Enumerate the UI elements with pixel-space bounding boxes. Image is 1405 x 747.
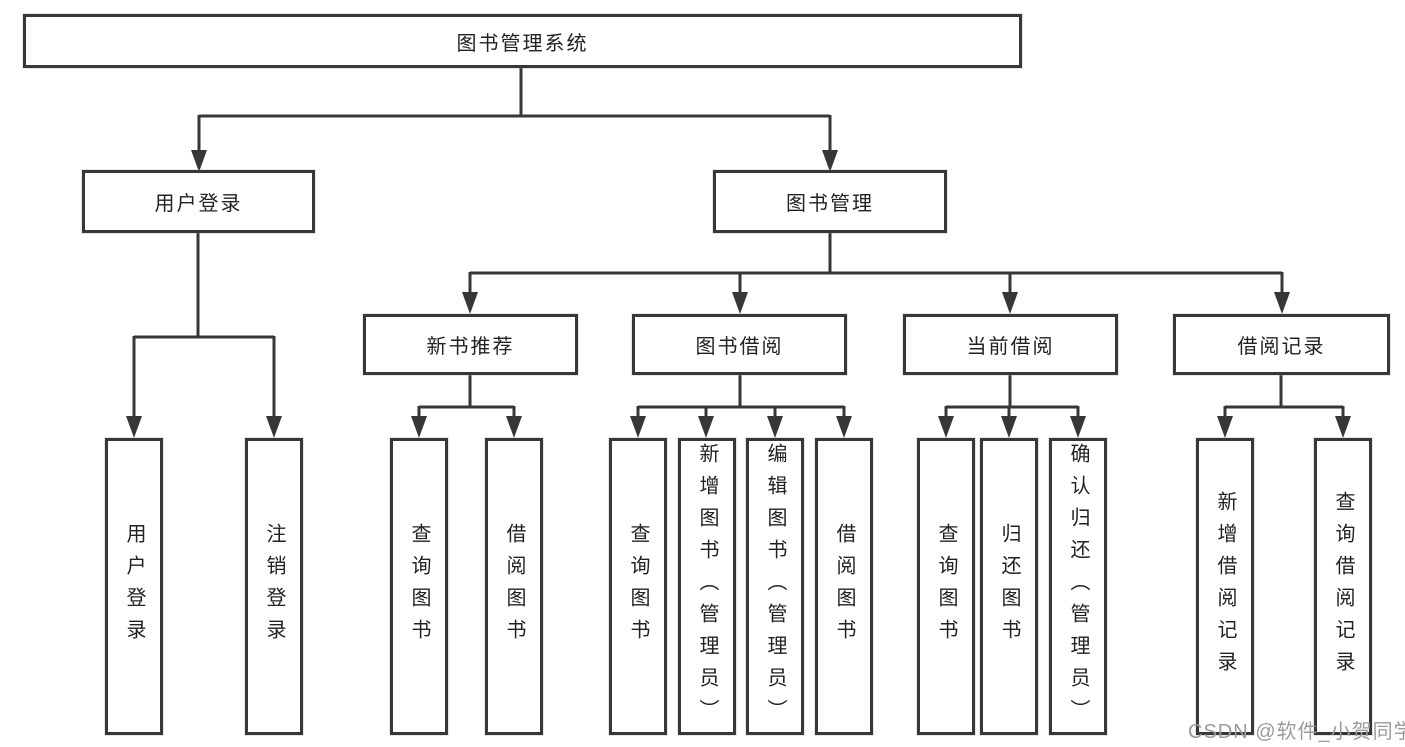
node-library-system: 图书管理系统 [23, 14, 1022, 68]
leaf-borrow-query-book: 查询图书 [609, 438, 667, 735]
leaf-current-query-book: 查询图书 [917, 438, 975, 735]
connector-book-borrow [636, 375, 846, 418]
leaf-borrow-book: 借阅图书 [815, 438, 873, 735]
arrow-down-icon [1070, 416, 1086, 438]
arrow-down-icon [698, 416, 714, 438]
arrow-down-icon [462, 292, 478, 314]
arrow-down-icon [1001, 416, 1017, 438]
leaf-return-book: 归还图书 [980, 438, 1038, 735]
arrow-down-icon [1002, 292, 1018, 314]
arrow-down-icon [938, 416, 954, 438]
arrow-down-icon [1217, 416, 1233, 438]
connector-root [197, 68, 832, 152]
node-user-login: 用户登录 [82, 170, 315, 233]
leaf-logout-login: 注销登录 [245, 438, 303, 735]
connector-current-borrow [944, 375, 1080, 418]
leaf-recommend-borrow-book: 借阅图书 [485, 438, 543, 735]
node-borrow-records: 借阅记录 [1173, 314, 1390, 375]
leaf-edit-book-admin: 编辑图书（管理员） [746, 438, 804, 735]
arrow-down-icon [1274, 292, 1290, 314]
leaf-add-book-admin: 新增图书（管理员） [678, 438, 736, 735]
arrowheads [126, 150, 1351, 438]
arrow-down-icon [506, 416, 522, 438]
leaf-user-login: 用户登录 [105, 438, 163, 735]
arrow-down-icon [630, 416, 646, 438]
connector-user-login [132, 233, 276, 418]
leaf-query-borrow-record: 查询借阅记录 [1314, 438, 1372, 735]
arrow-down-icon [191, 150, 207, 172]
connector-book-management [468, 233, 1284, 294]
leaf-recommend-query-book: 查询图书 [390, 438, 448, 735]
arrow-down-icon [266, 416, 282, 438]
arrow-down-icon [836, 416, 852, 438]
arrow-down-icon [1335, 416, 1351, 438]
node-book-borrow: 图书借阅 [632, 314, 847, 375]
leaf-add-borrow-record: 新增借阅记录 [1196, 438, 1254, 735]
node-new-book-recommend: 新书推荐 [363, 314, 578, 375]
leaf-confirm-return-admin: 确认归还（管理员） [1049, 438, 1107, 735]
arrow-down-icon [767, 416, 783, 438]
watermark: CSDN @软件_小贺同学 [1188, 721, 1405, 743]
node-current-borrow: 当前借阅 [903, 314, 1118, 375]
arrow-down-icon [732, 292, 748, 314]
node-book-management: 图书管理 [713, 170, 947, 233]
connector-new-book-recommend [417, 375, 516, 418]
arrow-down-icon [126, 416, 142, 438]
arrow-down-icon [822, 150, 838, 172]
connector-borrow-records [1223, 375, 1345, 418]
arrow-down-icon [411, 416, 427, 438]
